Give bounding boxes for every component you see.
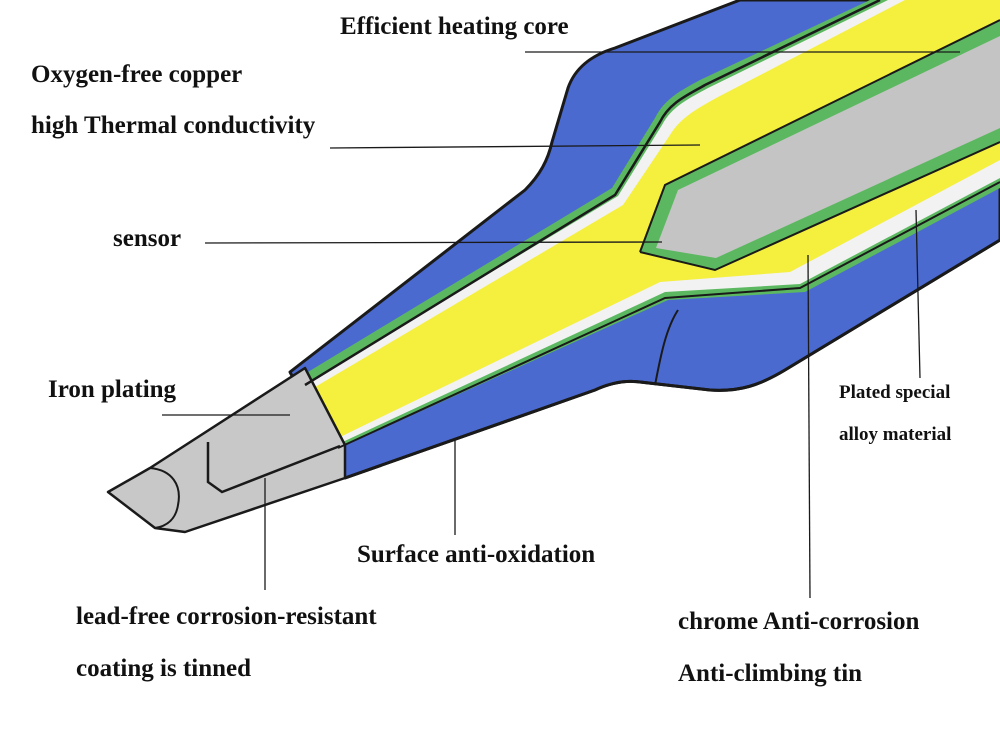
tip-inner-outline bbox=[206, 442, 341, 494]
leader-plated-alloy bbox=[915, 209, 921, 379]
label-surface: Surface anti-oxidation bbox=[357, 541, 596, 568]
tip-chisel-face bbox=[149, 467, 180, 529]
label-sensor: sensor bbox=[113, 225, 182, 252]
label-plated-line1: Plated special bbox=[839, 382, 951, 403]
upper-inner-outline bbox=[304, 0, 881, 387]
iron-plated-tip bbox=[106, 366, 347, 534]
label-copper-line2: high Thermal conductivity bbox=[31, 112, 316, 139]
label-iron-plating: Iron plating bbox=[48, 376, 177, 403]
shell-lower-edge bbox=[344, 238, 1000, 480]
heating-core bbox=[656, 36, 1000, 258]
label-copper-line1: Oxygen-free copper bbox=[31, 61, 243, 88]
leader-copper bbox=[329, 144, 701, 149]
label-chrome-line2: Anti-climbing tin bbox=[678, 660, 863, 687]
label-plated-line2: alloy material bbox=[839, 424, 952, 445]
leader-lines bbox=[162, 51, 960, 599]
label-lead-free-line1: lead-free corrosion-resistant bbox=[76, 603, 377, 630]
shell-step-edge bbox=[654, 309, 679, 386]
label-heating-core: Efficient heating core bbox=[340, 13, 569, 40]
label-lead-free-line2: coating is tinned bbox=[76, 655, 252, 682]
leader-chrome bbox=[807, 254, 811, 599]
label-chrome-line1: chrome Anti-corrosion bbox=[678, 608, 920, 635]
leader-sensor bbox=[204, 241, 663, 244]
core-outline bbox=[639, 19, 1000, 272]
lower-layer-outline bbox=[337, 181, 1000, 449]
